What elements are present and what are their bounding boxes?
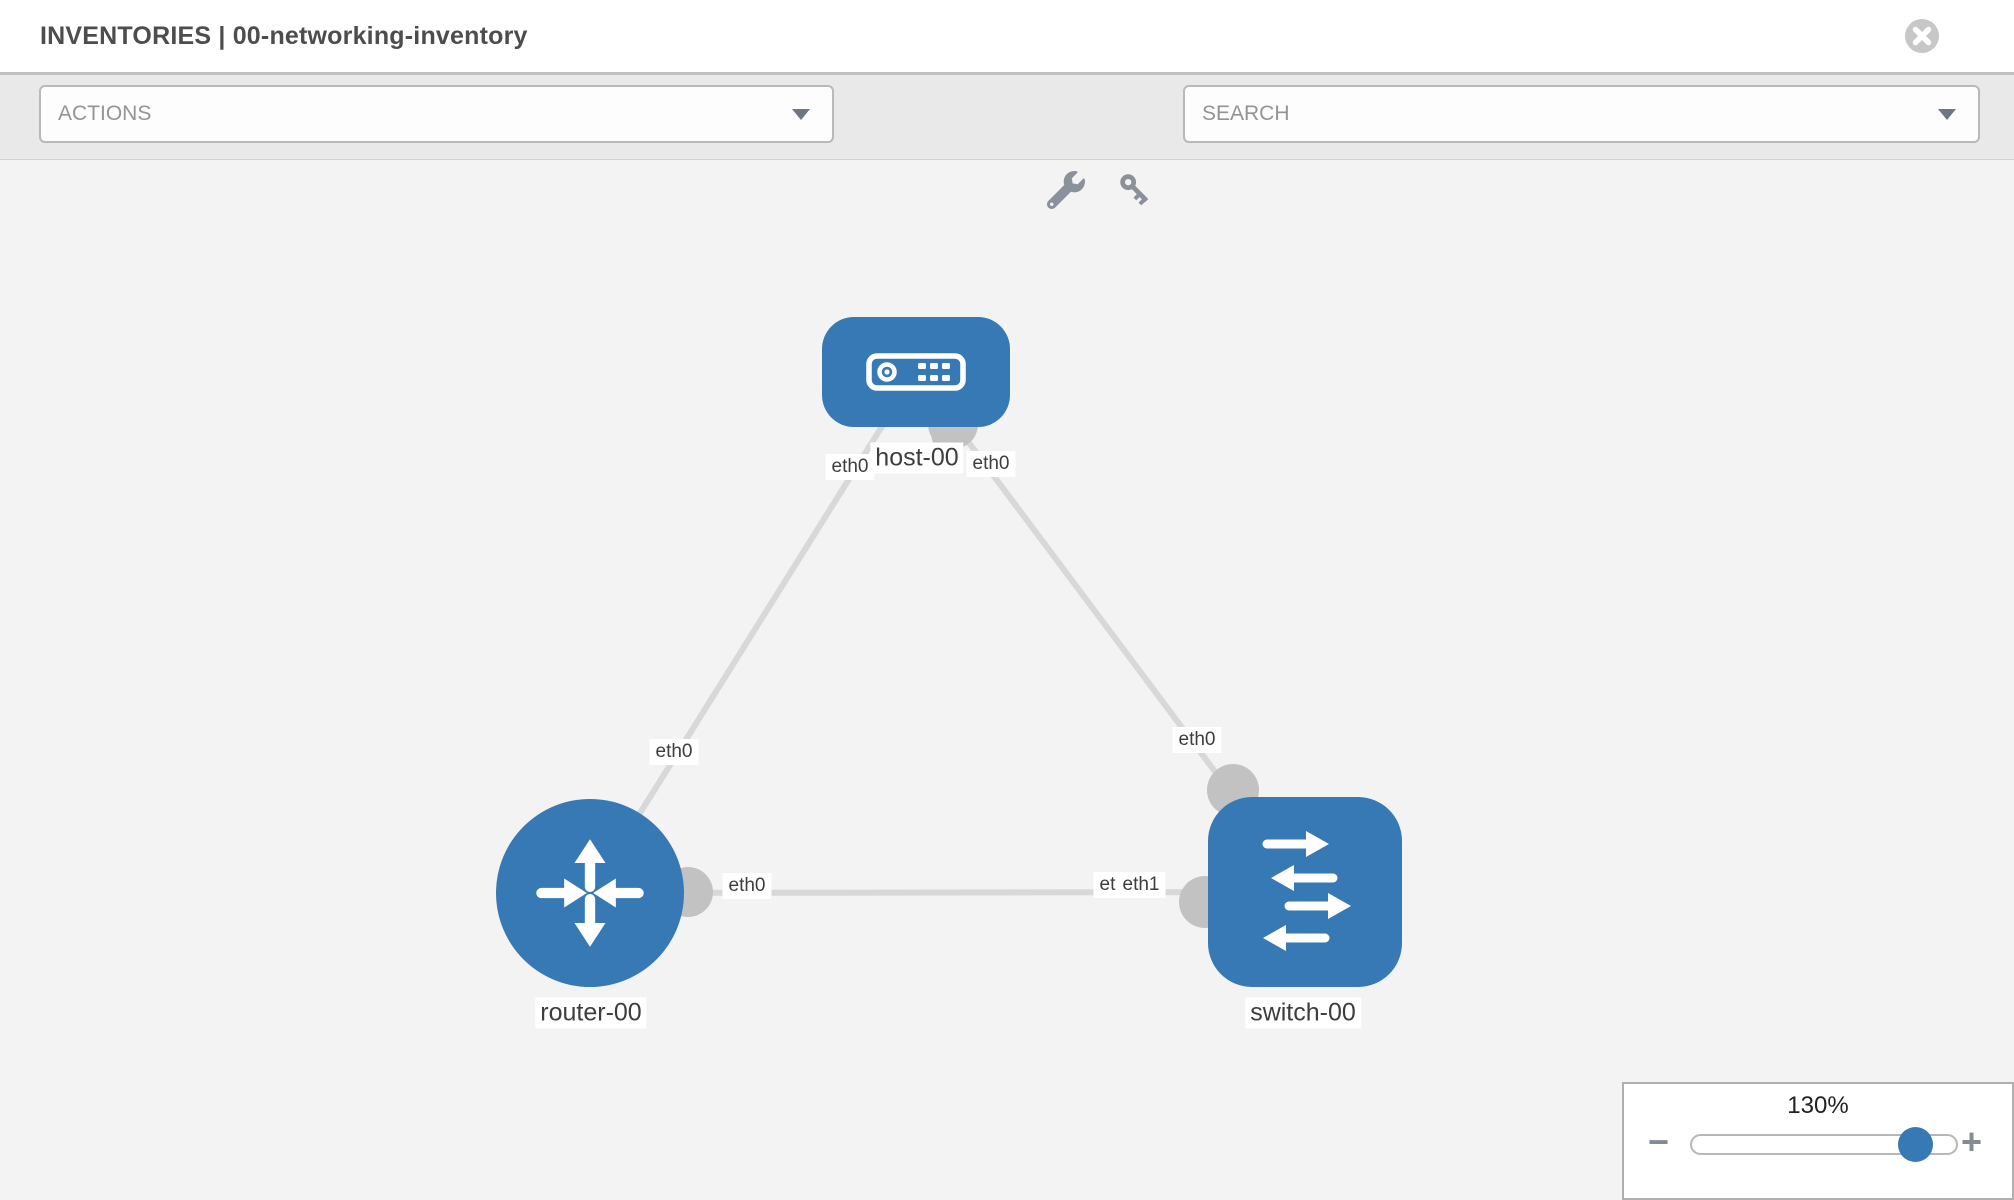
iface-label-host-switch-hostside: eth0: [966, 451, 1016, 477]
actions-dropdown-label: ACTIONS: [58, 102, 152, 125]
iface-label-router-switch-routerside: eth0: [722, 873, 772, 899]
node-label-switch: switch-00: [1245, 997, 1361, 1029]
node-switch-00[interactable]: [1208, 797, 1402, 987]
iface-label-router-switch-switchside-front: eth1: [1116, 872, 1166, 898]
node-label-host: host-00: [870, 442, 964, 474]
iface-label-host-router-hostside: eth0: [825, 454, 875, 480]
zoom-slider-row: − +: [1624, 1120, 2012, 1172]
zoom-panel: 130% − +: [1622, 1082, 2014, 1200]
close-icon[interactable]: [1904, 18, 1940, 54]
zoom-slider-track[interactable]: [1690, 1127, 1958, 1162]
iface-label-host-switch-switchside: eth0: [1172, 727, 1222, 753]
header-bar: INVENTORIES | 00-networking-inventory: [0, 0, 2014, 75]
page-title: INVENTORIES | 00-networking-inventory: [40, 21, 528, 50]
zoom-out-button[interactable]: −: [1648, 1121, 1670, 1162]
node-router-00[interactable]: [496, 799, 684, 987]
zoom-value: 130%: [1787, 1092, 1849, 1119]
chevron-down-icon: [1938, 109, 1956, 120]
iface-label-host-router-routerside: eth0: [649, 739, 699, 765]
host-icon: [866, 353, 966, 391]
switch-icon: [1262, 831, 1351, 951]
node-host-00[interactable]: [822, 317, 1010, 427]
toolbar: ACTIONS SEARCH: [0, 75, 2014, 209]
node-label-router: router-00: [535, 997, 647, 1029]
search-dropdown[interactable]: SEARCH: [1183, 85, 1980, 143]
zoom-slider-knob[interactable]: [1898, 1127, 1933, 1162]
zoom-in-button[interactable]: +: [1960, 1121, 1982, 1162]
key-icon[interactable]: [1117, 171, 1155, 209]
actions-dropdown[interactable]: ACTIONS: [39, 85, 834, 143]
chevron-down-icon: [792, 109, 810, 120]
router-icon: [536, 839, 644, 947]
wrench-icon[interactable]: [1047, 171, 1085, 209]
search-placeholder: SEARCH: [1202, 102, 1290, 125]
link-router-switch: [589, 889, 1306, 896]
